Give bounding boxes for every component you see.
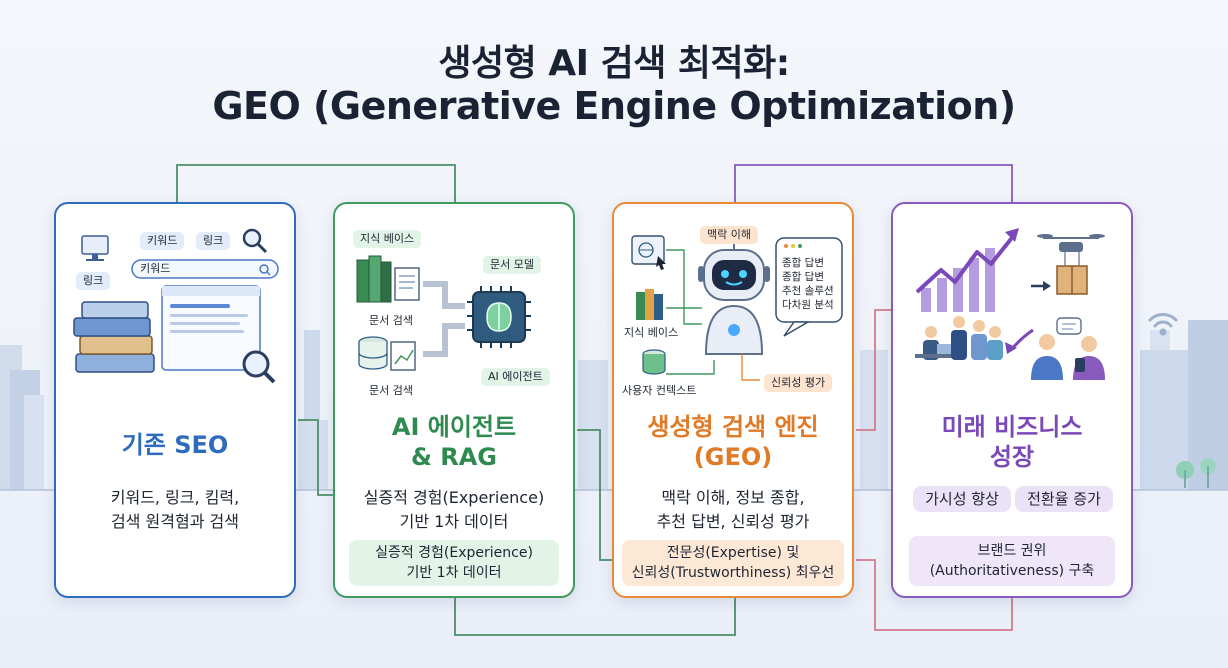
flow-arrows	[666, 249, 715, 375]
brain-chip-icon	[467, 286, 531, 348]
seo-illustration	[73, 228, 279, 384]
card-rag-title-line1: AI 에이전트	[391, 413, 517, 441]
wifi-icon	[1148, 313, 1178, 336]
pill-brand-authority: 브랜드 권위 (Authoritativeness) 구축	[909, 536, 1115, 586]
card-rag-desc-line1: 실증적 경험(Experience)	[363, 488, 545, 507]
monitor-icon	[81, 235, 109, 261]
card-geo-highlight-line2: 신뢰성(Trustworthiness) 최우선	[631, 565, 835, 581]
card-rag: 지식 베이스 문서 모델 문서 검색 문서 검색 AI 에이전트 AI 에이전트…	[333, 202, 575, 598]
card-geo-highlight: 전문성(Expertise) 및 신뢰성(Trustworthiness) 최우…	[622, 540, 844, 586]
page-title-line1: 생성형 AI 검색 최적화:	[438, 43, 790, 84]
search-bar-text: 키워드	[140, 262, 171, 275]
card-rag-highlight-line1: 실증적 경험(Experience)	[375, 545, 533, 561]
robot-icon	[698, 234, 770, 355]
page-title-line2: GEO (Generative Engine Optimization)	[212, 84, 1016, 128]
tag-keyword: 키워드	[140, 232, 185, 250]
growth-arrow-icon	[915, 228, 1019, 294]
card-geo: 맥락 이해 종합 답변 종합 답변 추천 솔루션 다차원 분석 지식 베이스 사…	[612, 202, 854, 598]
geo-illustration	[631, 234, 843, 381]
pill-conversion: 전환율 증가	[1015, 486, 1113, 512]
card-business: 미래 비즈니스 성장 가시성 향상 전환율 증가 브랜드 권위 (Authori…	[891, 202, 1133, 598]
card-seo-desc-line2: 검색 원격혐과 검색	[111, 512, 239, 531]
bubble-line-3: 추천 솔루션	[782, 285, 834, 297]
card-business-title-line1: 미래 비즈니스	[941, 413, 1083, 441]
pill-visibility: 가시성 향상	[913, 486, 1011, 512]
tag-knowledge-base: 지식 베이스	[353, 230, 422, 248]
magnifier-large-icon	[242, 350, 276, 384]
bubble-line-2: 종합 답변	[782, 271, 824, 283]
tag-link: 링크	[196, 232, 231, 250]
tag-context-understanding: 맥락 이해	[700, 226, 758, 244]
tag-link-2: 링크	[76, 272, 111, 290]
pill-brand-authority-line1: 브랜드 권위	[977, 543, 1047, 559]
tag-ai-agent: AI 에이전트	[481, 368, 550, 386]
card-rag-desc-line2: 기반 1차 데이터	[399, 512, 509, 531]
database-icon	[642, 349, 666, 375]
label-knowledge-base: 지식 베이스	[624, 326, 679, 339]
trust-arrow	[741, 354, 760, 381]
card-seo: 키워드 링크 링크 키워드 기존 SEO 키워드, 링크, 킴력, 검색 원격혐…	[54, 202, 296, 598]
card-geo-highlight-line1: 전문성(Expertise) 및	[666, 545, 800, 561]
tag-trust-evaluation: 신뢰성 평가	[764, 374, 833, 392]
magnifier-icon	[242, 228, 268, 254]
globe-window-icon	[631, 235, 666, 270]
card-rag-highlight: 실증적 경험(Experience) 기반 1차 데이터	[349, 540, 559, 586]
webpage-icon	[161, 285, 261, 371]
label-user-context: 사용자 컨텍스트	[622, 384, 697, 397]
tag-document-model: 문서 모델	[483, 256, 541, 274]
package-icon	[1056, 252, 1088, 295]
card-business-title-line2: 성장	[989, 443, 1035, 471]
trees-right	[1176, 458, 1216, 488]
books-icon	[636, 289, 663, 320]
customers-icon	[1031, 334, 1105, 380]
bubble-line-4: 다차원 분석	[782, 299, 834, 311]
business-illustration	[915, 228, 1105, 380]
team-people-icon	[915, 316, 1003, 360]
search-bar	[131, 259, 279, 279]
card-seo-title: 기존 SEO	[121, 431, 229, 459]
label-document-search-1: 문서 검색	[369, 314, 413, 327]
speech-bubble-icon	[775, 237, 843, 337]
label-document-search-2: 문서 검색	[369, 384, 413, 397]
arrow-back	[1005, 328, 1034, 354]
arrows-to-chip	[423, 281, 465, 357]
chat-bubble-icon	[1056, 317, 1082, 335]
book-stack-icon	[73, 301, 155, 373]
skyline-mid	[298, 330, 888, 490]
card-geo-title-line1: 생성형 검색 엔진	[647, 413, 819, 441]
card-rag-title-line2: & RAG	[410, 443, 498, 471]
bar-chart-icon	[921, 248, 995, 312]
card-geo-title-line2: (GEO)	[693, 443, 773, 471]
arrow-to-package	[1031, 281, 1051, 291]
database-icon	[358, 336, 416, 371]
card-geo-desc-line1: 맥락 이해, 정보 종합,	[661, 488, 805, 507]
card-geo-desc-line2: 추천 답변, 신뢰성 평가	[656, 512, 810, 531]
bubble-line-1: 종합 답변	[782, 257, 824, 269]
rag-illustration	[356, 255, 531, 371]
books-icon	[356, 255, 420, 303]
connector-lines	[176, 164, 1013, 636]
card-seo-desc-line1: 키워드, 링크, 킴력,	[110, 488, 240, 507]
pill-brand-authority-line2: (Authoritativeness) 구축	[929, 563, 1095, 579]
drone-icon	[1037, 234, 1105, 252]
card-rag-highlight-line2: 기반 1차 데이터	[406, 565, 502, 581]
skyline-left	[0, 345, 44, 490]
